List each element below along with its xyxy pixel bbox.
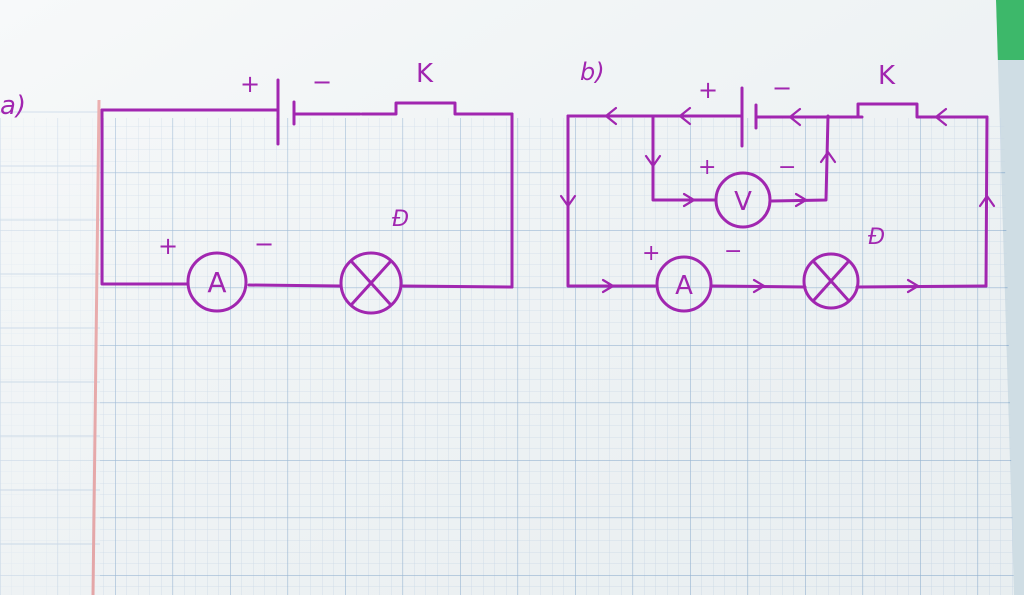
circuit-b-wire-right	[984, 115, 989, 288]
circuit-b-voltmeter-plus: +	[698, 155, 716, 180]
circuit-a: a) + − K A + − Đ	[0, 59, 514, 315]
circuit-a-lamp-label: Đ	[392, 207, 409, 232]
circuit-b-voltmeter-minus: −	[778, 155, 796, 180]
arrow-bottom-3	[906, 278, 920, 294]
circuit-b-current-arrows	[559, 106, 996, 294]
circuit-a-lamp	[339, 251, 403, 315]
circuit-b-battery-minus: −	[772, 74, 792, 102]
arrow-bottom-2	[752, 278, 766, 294]
circuit-b-lamp-label: Đ	[868, 225, 885, 250]
arrow-bottom-1	[601, 278, 615, 294]
circuit-a-lamp-cross-2	[350, 260, 392, 306]
circuit-a-ammeter-minus: −	[254, 230, 274, 258]
circuit-a-wire-left	[100, 108, 190, 286]
circuit-b-voltmeter-wire-right	[770, 114, 830, 203]
circuit-b-ammeter-plus: +	[642, 241, 660, 266]
circuit-b-voltmeter	[714, 171, 772, 229]
arrow-right-up	[978, 194, 996, 208]
circuit-b-ammeter-symbol: A	[675, 271, 693, 301]
circuit-b-ammeter-minus: −	[724, 239, 742, 264]
circuit-b-switch-label: K	[878, 61, 896, 91]
circuit-b-switch-k	[856, 102, 989, 119]
arrow-top-left-1	[604, 106, 618, 126]
arrow-branch-right-2	[794, 192, 808, 208]
circuit-a-ammeter-plus: +	[158, 232, 178, 260]
circuit-a-wire-bottom-right	[400, 284, 514, 289]
arrow-top-right-2	[934, 107, 948, 127]
circuit-a-ammeter-symbol: A	[207, 266, 226, 299]
circuit-b-wire-left	[566, 114, 657, 288]
green-corner	[995, 0, 1024, 60]
circuit-a-battery-plus: +	[240, 70, 260, 98]
circuit-a-ammeter	[186, 251, 248, 313]
circuit-b-voltmeter-symbol: V	[734, 187, 752, 217]
circuit-b-label: b)	[580, 58, 605, 86]
circuit-b-battery-plus: +	[698, 76, 718, 104]
circuit-b-lamp-cross-2	[812, 260, 850, 302]
arrow-top-right-1	[788, 107, 802, 127]
circuit-b: b) V + − + − K A + − Đ	[559, 58, 996, 313]
arrow-left-down	[559, 194, 577, 208]
arrow-branch-up	[819, 150, 837, 164]
circuit-a-switch-k	[360, 101, 514, 116]
circuit-b-wire-bottom-mid	[710, 284, 807, 289]
arrow-branch-right-1	[682, 192, 696, 208]
circuit-b-wire-bottom-right	[855, 284, 988, 289]
arrow-branch-down	[644, 154, 662, 168]
circuit-b-lamp	[802, 252, 860, 310]
circuit-a-label: a)	[0, 91, 26, 121]
circuit-a-battery-minus: −	[312, 68, 332, 96]
circuit-a-switch-label: K	[416, 59, 434, 89]
arrow-top-left-2	[678, 106, 692, 126]
circuit-b-ammeter	[655, 255, 713, 313]
circuit-a-wire-bottom-mid	[247, 283, 342, 288]
